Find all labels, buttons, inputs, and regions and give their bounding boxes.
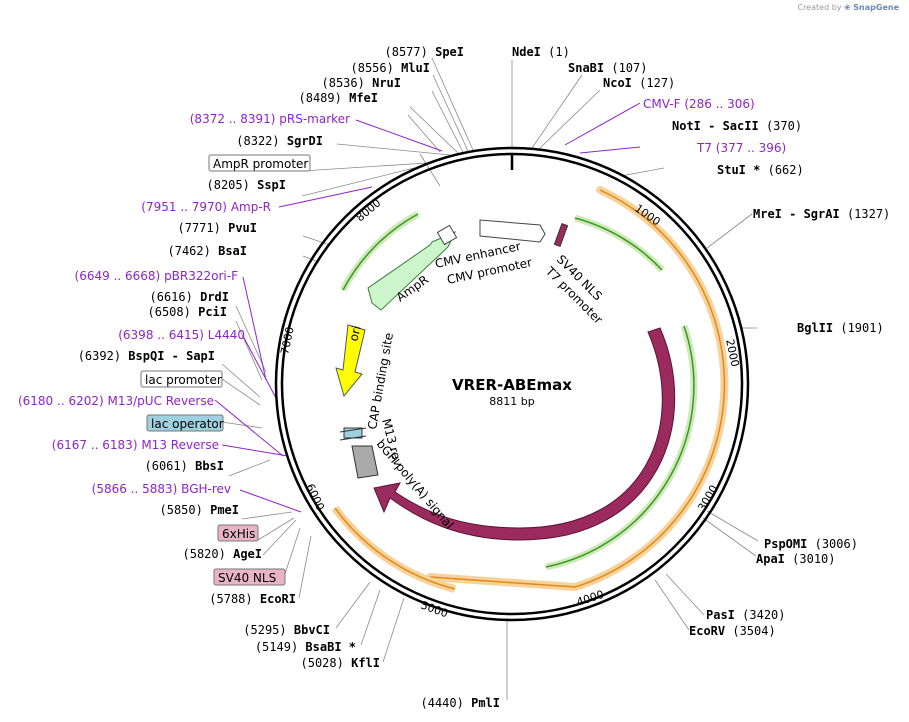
primers-right: CMV-F (286 .. 306) T7 (377 .. 396) xyxy=(643,97,786,155)
site-mrei-sgrai: MreI - SgrAI (1327) xyxy=(753,207,890,221)
primer-m13-reverse: (6167 .. 6183) M13 Reverse xyxy=(52,438,219,452)
tick-8000: 8000 xyxy=(354,196,384,224)
cmv-enhancer-arrow xyxy=(479,219,546,243)
box-sv40-nls: SV40 NLS xyxy=(218,571,276,585)
leader-lines xyxy=(221,57,759,700)
ori-arrow xyxy=(335,324,366,398)
site-sspi: (8205) SspI xyxy=(207,178,287,192)
primer-amp-r: (7951 .. 7970) Amp-R xyxy=(141,200,271,214)
site-kfli: (5028) KflI xyxy=(301,656,381,670)
site-pmli: (4440) PmlI xyxy=(421,696,501,710)
primer-l4440: (6398 .. 6415) L4440 xyxy=(118,328,245,342)
site-pmei: (5850) PmeI xyxy=(160,503,240,517)
site-agei: (5820) AgeI xyxy=(183,547,263,561)
cap-binding-label: CAP binding site xyxy=(365,332,396,431)
primers-left: (8372 .. 8391) pRS-marker (7951 .. 7970)… xyxy=(18,112,350,496)
site-mfei: (8489) MfeI xyxy=(299,91,379,105)
primer-bgh-rev: (5866 .. 5883) BGH-rev xyxy=(92,482,231,496)
site-mlui: (8556) MluI xyxy=(351,61,431,75)
sites-left: (8577) SpeI (8556) MluI (8536) NruI (848… xyxy=(78,45,500,710)
ori-label: ori xyxy=(346,324,364,343)
primer-cmv-f: CMV-F (286 .. 306) xyxy=(643,97,755,111)
box-6xhis: 6xHis xyxy=(222,527,255,541)
primer-prs-marker: (8372 .. 8391) pRS-marker xyxy=(190,112,350,126)
site-pcii: (6508) PciI xyxy=(148,305,228,319)
site-ndei: NdeI (1) xyxy=(512,45,570,59)
orf-arcs xyxy=(331,186,729,593)
cas9-arrow xyxy=(373,327,676,541)
site-pasi: PasI (3420) xyxy=(706,608,786,622)
bgh-polya-feature xyxy=(351,445,379,479)
site-apai: ApaI (3010) xyxy=(756,552,836,566)
site-ecorv: EcoRV (3504) xyxy=(689,624,776,638)
site-noti-sacii: NotI - SacII (370) xyxy=(672,119,802,133)
primer-t7: T7 (377 .. 396) xyxy=(696,141,786,155)
site-snabi: SnaBI (107) xyxy=(568,61,647,75)
site-stui: StuI * (662) xyxy=(717,163,804,177)
credit-prefix: Created by xyxy=(797,3,842,12)
site-drdi: (6616) DrdI xyxy=(150,290,230,304)
box-ampr-promoter: AmpR promoter xyxy=(213,157,308,171)
site-sgrdi: (8322) SgrDI xyxy=(236,134,323,148)
site-pspomi: PspOMI (3006) xyxy=(764,537,858,551)
site-nrui: (8536) NruI xyxy=(322,76,402,90)
bgh-label: bGH poly(A) signal xyxy=(374,437,457,532)
tick-7000: 7000 xyxy=(278,326,297,356)
site-bbvci: (5295) BbvCI xyxy=(243,623,330,637)
site-bsabi: (5149) BsaBI * xyxy=(255,640,356,654)
site-ecori: (5788) EcoRI xyxy=(209,592,296,606)
tick-2000: 2000 xyxy=(723,338,742,368)
site-bbsi: (6061) BbsI xyxy=(145,459,225,473)
primer-pbr322ori-f: (6649 .. 6668) pBR322ori-F xyxy=(75,269,239,283)
site-bsai: (7462) BsaI xyxy=(168,244,248,258)
site-pvui: (7771) PvuI xyxy=(178,221,258,235)
backbone-outer xyxy=(274,146,750,622)
tick-6000: 6000 xyxy=(303,482,327,513)
lac-region xyxy=(339,427,367,441)
plasmid-name: VRER-ABEmax xyxy=(452,376,572,394)
site-ncoi: NcoI (127) xyxy=(603,76,675,90)
plasmid-length: 8811 bp xyxy=(489,395,534,408)
sites-right: NdeI (1) SnaBI (107) NcoI (127) NotI - S… xyxy=(512,45,890,638)
site-bglii: BglII (1901) xyxy=(797,321,884,335)
credit-brand: SnapGene xyxy=(853,3,899,12)
snapgene-credit: Created by ❀ SnapGene xyxy=(797,3,899,12)
ampr-promoter-arrow xyxy=(436,224,458,246)
site-spei: (8577) SpeI xyxy=(385,45,465,59)
snapgene-logo-icon: ❀ xyxy=(844,3,851,12)
primer-leaders xyxy=(214,102,641,513)
box-lac-operator: lac operator xyxy=(151,417,224,431)
site-bspqi-sapi: (6392) BspQI - SapI xyxy=(78,349,215,363)
boxed-labels: AmpR promoter lac promoter lac operator … xyxy=(140,154,311,586)
box-lac-promoter: lac promoter xyxy=(145,373,222,387)
primer-m13-puc-reverse: (6180 .. 6202) M13/pUC Reverse xyxy=(18,394,214,408)
tick-5000: 5000 xyxy=(419,599,450,621)
sv40-nls-feature xyxy=(553,222,569,248)
